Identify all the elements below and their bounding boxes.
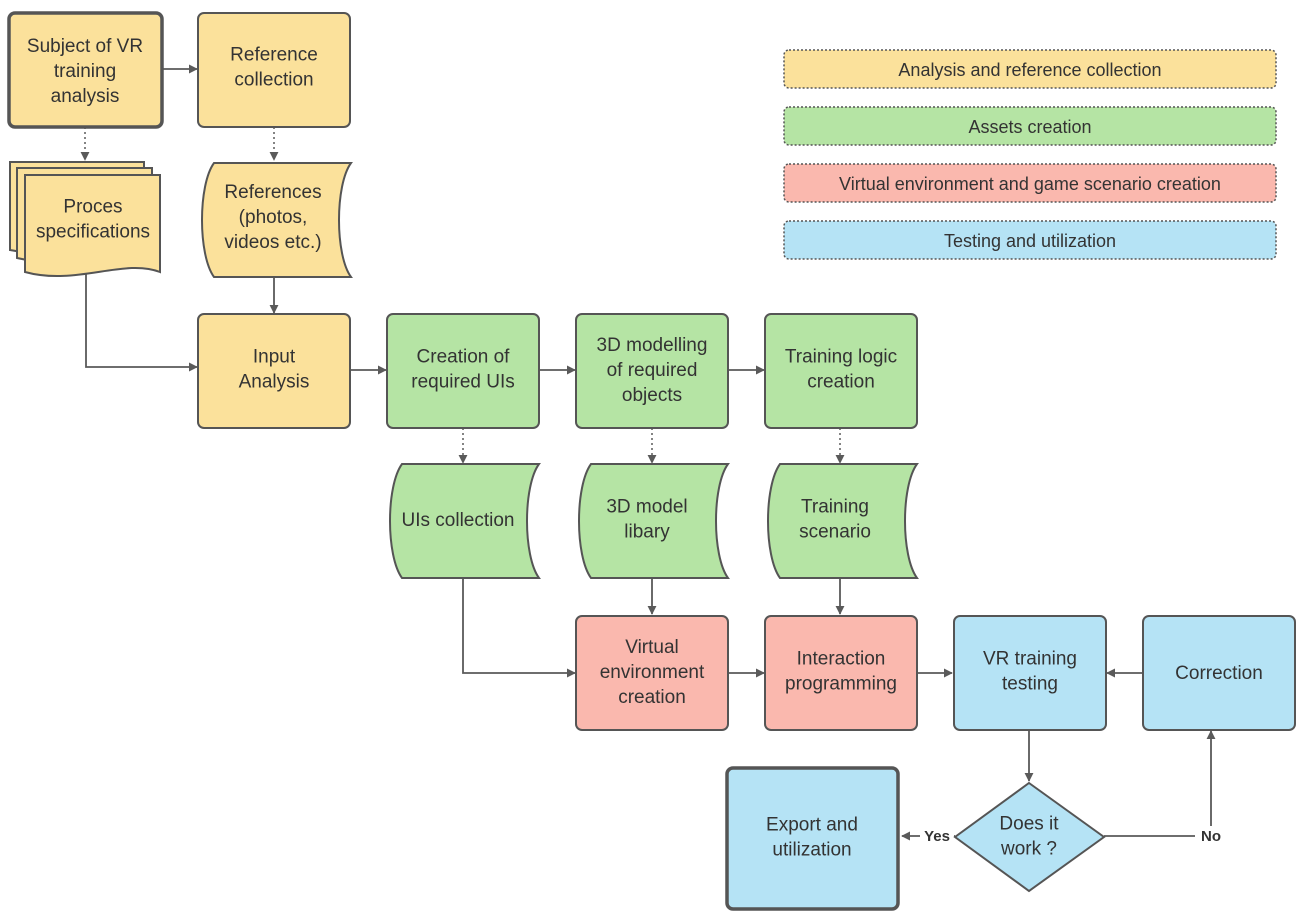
legend-swatch-environment: [783, 163, 1277, 203]
legend-item-environment: Virtual environment and game scenario cr…: [783, 163, 1277, 203]
node-label: Does it work ?: [999, 814, 1059, 860]
node-label-line: analysis: [51, 86, 120, 107]
node-label: Training logic creation: [785, 347, 897, 393]
node-reference-collection[interactable]: Reference collection: [197, 12, 351, 128]
legend-swatch-assets: [783, 106, 1277, 146]
node-label-line: environment: [600, 662, 705, 683]
node-label-line: Proces: [63, 197, 122, 218]
node-label-line: libary: [624, 522, 670, 543]
node-label-line: 3D modelling: [597, 335, 708, 356]
branch-label-no: No: [1201, 828, 1221, 845]
node-label-line: programming: [785, 674, 897, 695]
legend: Analysis and reference collection Assets…: [783, 49, 1277, 260]
legend-item-testing: Testing and utilization: [783, 220, 1277, 260]
edge-decision-no: [1104, 730, 1216, 837]
node-label: 3D modelling of required objects: [597, 335, 708, 406]
node-proces-specifications[interactable]: Proces specifications: [9, 161, 161, 278]
node-label-line: of required: [607, 360, 698, 381]
node-label: Subject of VR training analysis: [27, 36, 143, 107]
node-label-line: required UIs: [411, 372, 515, 393]
legend-label-assets: Assets creation: [968, 117, 1091, 137]
node-label-line: Input: [253, 347, 296, 368]
node-label-line: Reference: [230, 45, 318, 66]
node-label-line: creation: [618, 687, 686, 708]
node-label: 3D model libary: [606, 497, 687, 543]
node-label-line: VR training: [983, 649, 1077, 670]
legend-label-analysis: Analysis and reference collection: [898, 60, 1161, 80]
legend-item-assets: Assets creation: [783, 106, 1277, 146]
node-label: Creation of required UIs: [411, 347, 515, 393]
node-references[interactable]: References (photos, videos etc.): [201, 162, 353, 278]
node-3d-model-libary[interactable]: 3D model libary: [578, 463, 730, 579]
node-label: Reference collection: [230, 45, 318, 91]
node-label-line: Export and: [766, 815, 858, 836]
node-label-line: 3D model: [606, 497, 687, 518]
node-label-line: References: [224, 182, 321, 203]
node-label: Proces specifications: [36, 197, 150, 243]
node-vr-training-testing[interactable]: VR training testing: [953, 615, 1107, 731]
node-label-line: scenario: [799, 522, 871, 543]
node-label: Correction: [1175, 663, 1263, 684]
node-label-line: Training logic: [785, 347, 897, 368]
node-label-line: Analysis: [239, 372, 310, 393]
branch-label-yes: Yes: [924, 828, 950, 845]
node-creation-of-required-uis[interactable]: Creation of required UIs: [386, 313, 540, 429]
node-label: VR training testing: [983, 649, 1077, 695]
node-label: Interaction programming: [785, 649, 897, 695]
node-label-line: UIs collection: [402, 510, 515, 531]
node-label: UIs collection: [402, 510, 515, 531]
node-virtual-environment-creation[interactable]: Virtual environment creation: [575, 615, 729, 731]
node-label: Training scenario: [799, 497, 871, 543]
node-label-line: (photos,: [239, 207, 308, 228]
node-label-line: Creation of: [417, 347, 511, 368]
node-label-line: videos etc.): [224, 232, 321, 253]
node-label-line: creation: [807, 372, 875, 393]
yes-label-bg: [920, 826, 954, 846]
node-label-line: objects: [622, 385, 682, 406]
node-export-and-utilization[interactable]: Export and utilization: [725, 766, 900, 911]
node-training-logic-creation[interactable]: Training logic creation: [764, 313, 918, 429]
node-label-line: training: [54, 61, 116, 82]
legend-item-analysis: Analysis and reference collection: [783, 49, 1277, 89]
node-label-line: specifications: [36, 222, 150, 243]
edge-collection-to-virtual-env: [462, 578, 576, 678]
node-interaction-programming[interactable]: Interaction programming: [764, 615, 918, 731]
node-subject-of-vr-training-analysis[interactable]: Subject of VR training analysis: [7, 11, 164, 129]
node-uis-collection[interactable]: UIs collection: [389, 463, 541, 579]
node-label-line: Interaction: [797, 649, 886, 670]
node-label-line: Virtual: [625, 637, 679, 658]
node-label-line: work ?: [1000, 839, 1057, 860]
node-label-line: utilization: [772, 840, 851, 861]
no-label-bg: [1195, 826, 1227, 846]
node-label: Virtual environment creation: [600, 637, 705, 708]
node-decision-does-it-work[interactable]: Does it work ?: [953, 781, 1106, 893]
node-label: Export and utilization: [766, 815, 858, 861]
legend-swatch-testing: [783, 220, 1277, 260]
node-label-line: Subject of VR: [27, 36, 143, 57]
node-label: References (photos, videos etc.): [224, 182, 321, 253]
node-label-line: Correction: [1175, 663, 1263, 684]
legend-label-environment: Virtual environment and game scenario cr…: [839, 174, 1221, 194]
node-label-line: collection: [234, 70, 313, 91]
node-correction[interactable]: Correction: [1142, 615, 1296, 731]
node-label-line: Does it: [999, 814, 1059, 835]
node-label-line: Training: [801, 497, 869, 518]
edge-specifications-to-input: [85, 272, 198, 372]
legend-label-testing: Testing and utilization: [944, 231, 1116, 251]
node-3d-modelling[interactable]: 3D modelling of required objects: [575, 313, 729, 429]
node-label-line: testing: [1002, 674, 1058, 695]
node-training-scenario[interactable]: Training scenario: [767, 463, 919, 579]
legend-swatch-analysis: [783, 49, 1277, 89]
